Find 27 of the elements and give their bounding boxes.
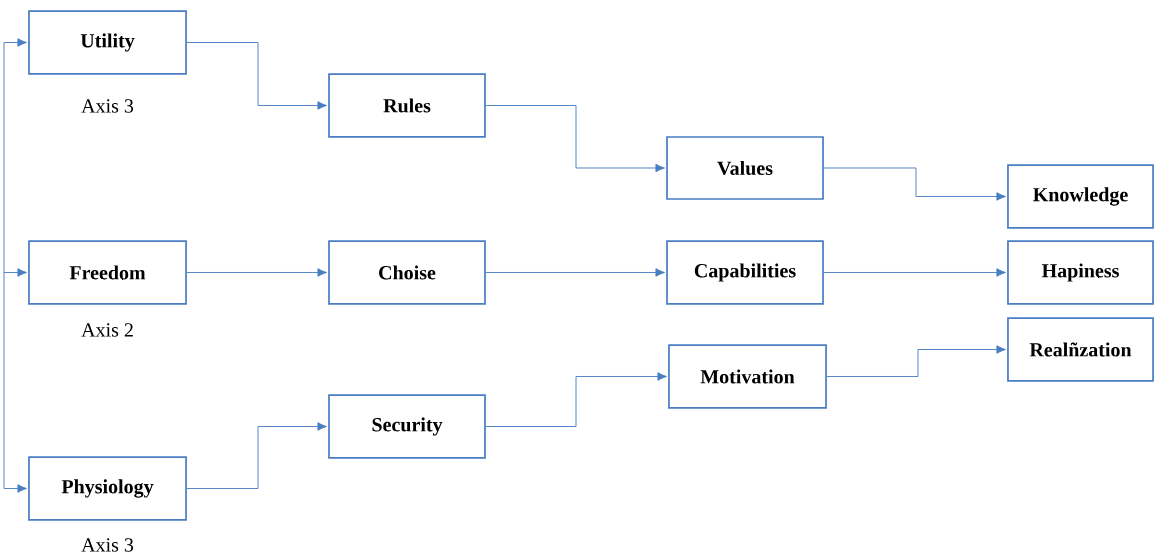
arrow: [485, 268, 665, 277]
arrow: [3, 271, 27, 493]
arrow: [186, 422, 327, 489]
axis-label: Axis 3: [81, 538, 134, 552]
process-box: Freedom: [28, 240, 187, 305]
arrow: [823, 167, 1006, 201]
process-box: Motivation: [668, 344, 827, 409]
axis-label: Axis 3: [81, 99, 134, 113]
process-box: Rules: [328, 73, 486, 138]
arrow: [485, 105, 665, 173]
arrow: [3, 268, 27, 277]
arrow: [823, 268, 1006, 277]
arrow: [826, 345, 1006, 377]
arrow: [186, 42, 327, 110]
process-box: Hapiness: [1007, 240, 1154, 305]
process-box: Capabilities: [666, 240, 824, 305]
process-box: Physiology: [28, 456, 187, 521]
process-box: Utility: [28, 10, 187, 75]
arrow: [3, 38, 27, 273]
process-box: Choise: [328, 240, 486, 305]
process-box: Values: [666, 136, 824, 200]
process-box: Knowledge: [1007, 164, 1154, 229]
arrow: [186, 268, 327, 277]
process-box: Realñzation: [1007, 317, 1154, 382]
process-box: Security: [328, 394, 486, 459]
arrow: [485, 372, 667, 427]
axis-label: Axis 2: [81, 323, 133, 337]
